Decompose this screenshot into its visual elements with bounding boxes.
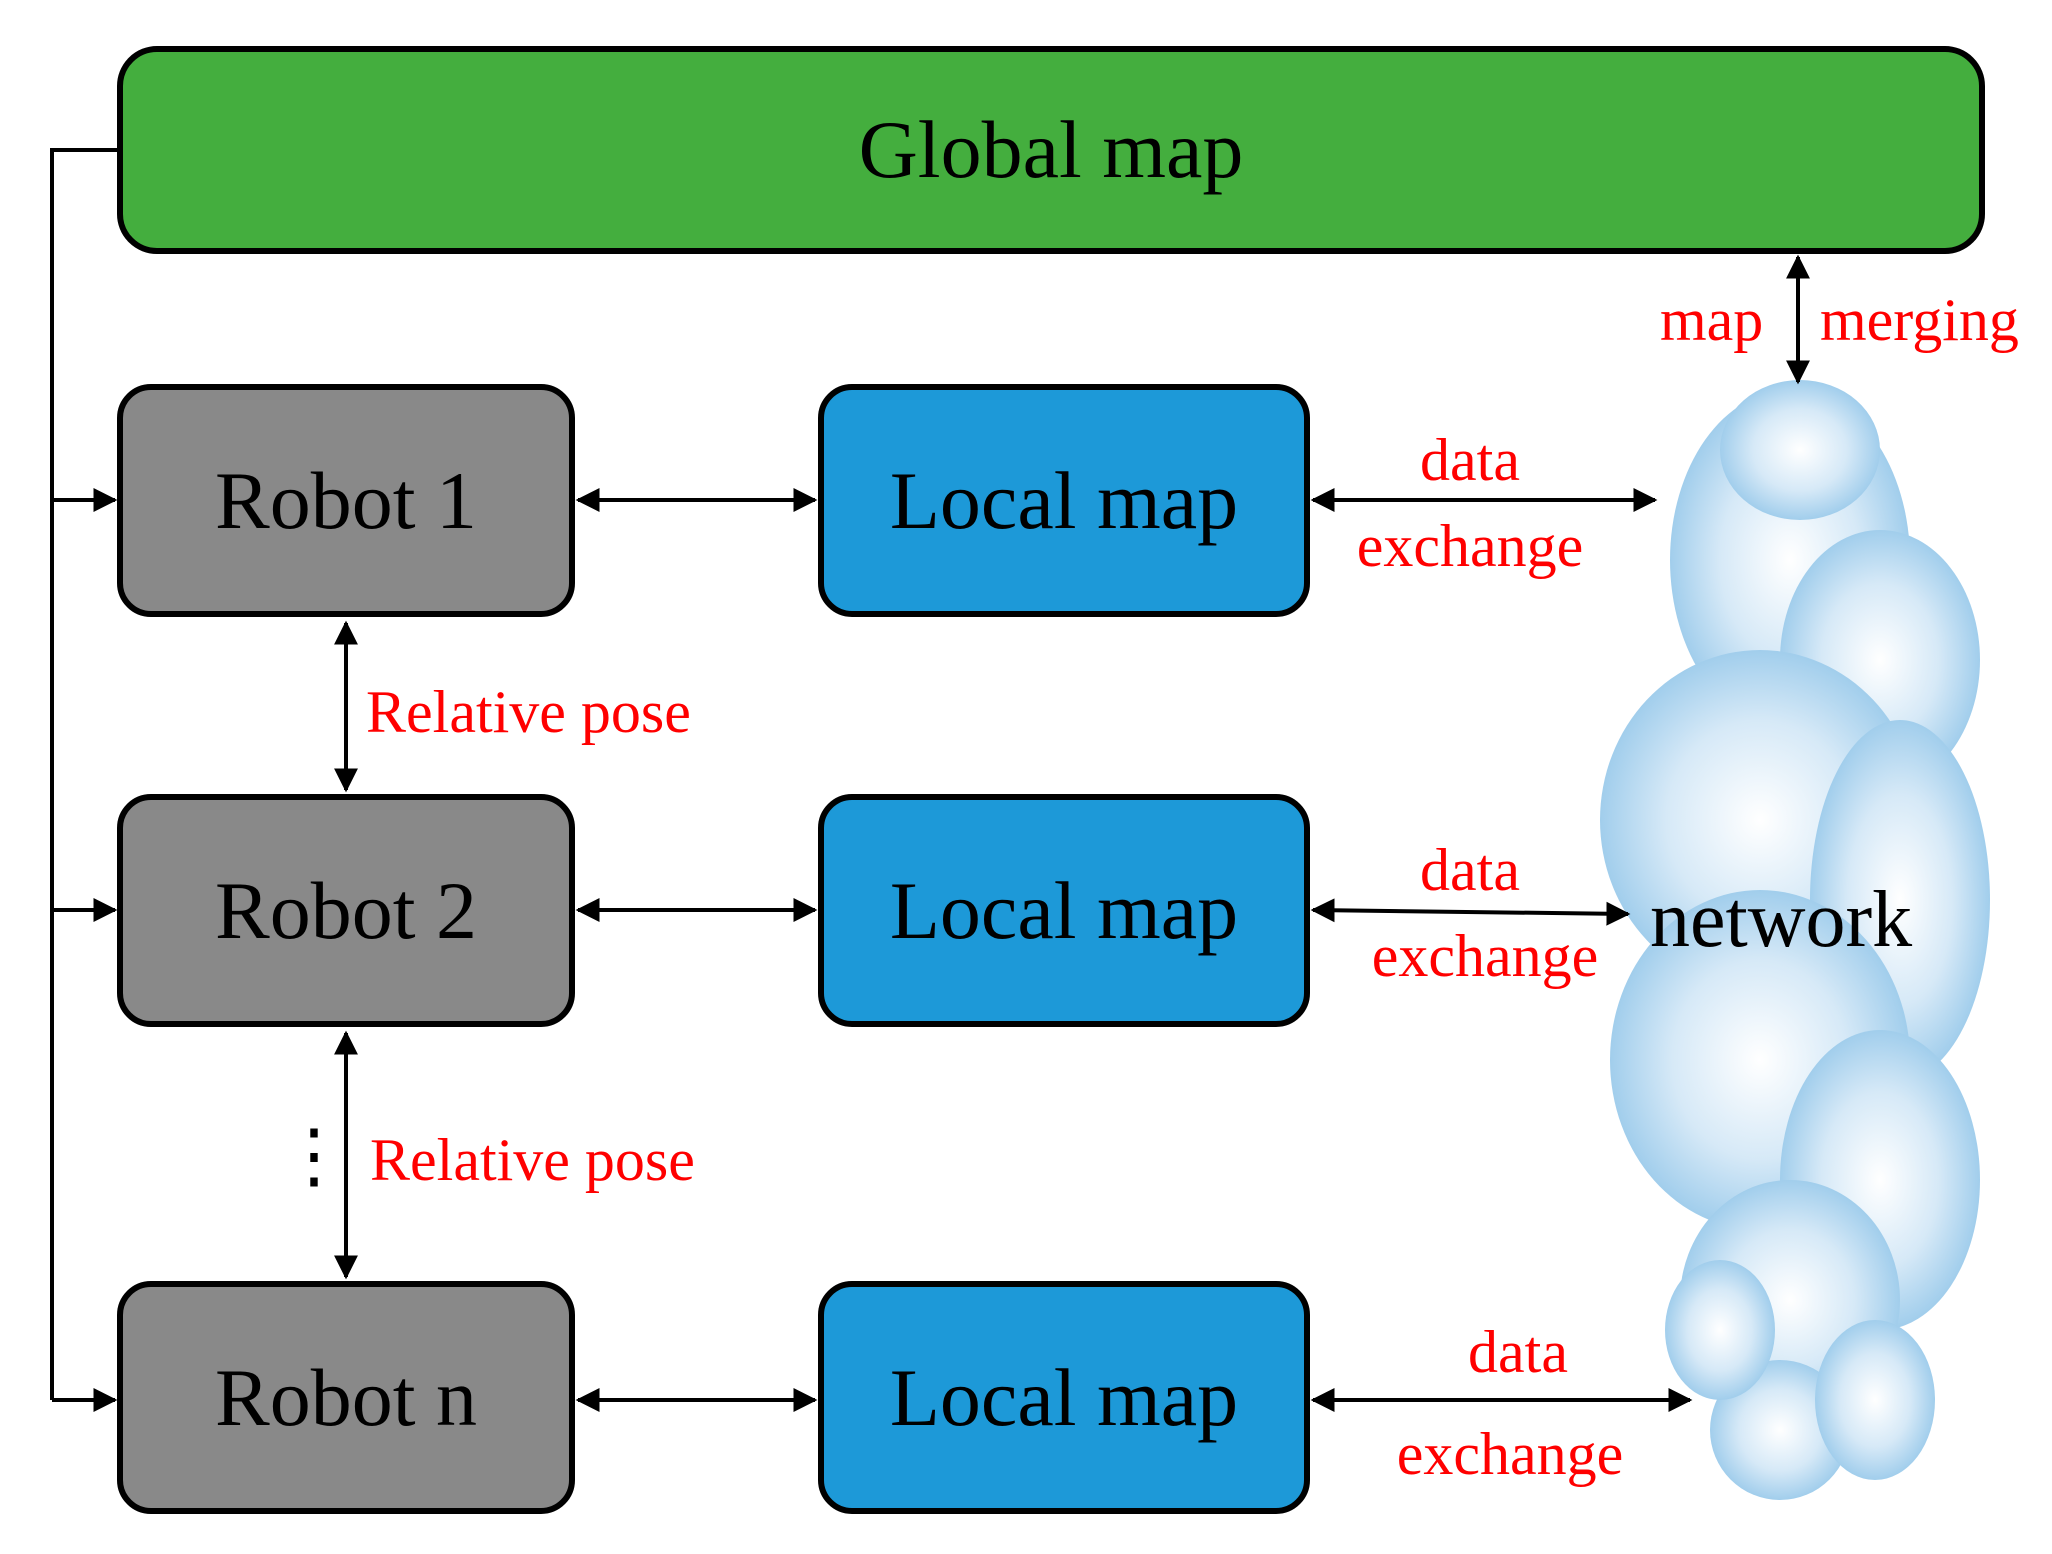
local-map-2-label: Local map <box>889 864 1239 956</box>
relative-pose-label-2: Relative pose <box>370 1127 695 1193</box>
local-map-1-box: Local map <box>818 384 1310 617</box>
robot-n-box: Robot n <box>117 1281 575 1514</box>
global-feed-line <box>50 148 117 1400</box>
local-map-n-label: Local map <box>889 1351 1239 1443</box>
more-robots-ellipsis: ⋮ <box>278 1116 350 1196</box>
robot-2-label: Robot 2 <box>215 864 477 956</box>
data-exchange-n-line1: data <box>1468 1319 1568 1385</box>
data-exchange-2-line2: exchange <box>1371 923 1599 989</box>
data-exchange-2-line1: data <box>1420 837 1520 903</box>
local-map-n-box: Local map <box>818 1281 1310 1514</box>
data-exchange-1-line2: exchange <box>1356 513 1584 579</box>
robot-1-box: Robot 1 <box>117 384 575 617</box>
robot-2-box: Robot 2 <box>117 794 575 1027</box>
local-map-1-label: Local map <box>889 454 1239 546</box>
global-map-box: Global map <box>117 46 1985 254</box>
network-label: network <box>1650 876 1913 964</box>
map-merging-left-label: map <box>1660 287 1764 353</box>
data-exchange-arrow-2 <box>1310 898 1631 926</box>
robot-n-label: Robot n <box>215 1351 477 1443</box>
data-exchange-1-line1: data <box>1420 427 1520 493</box>
robot-1-label: Robot 1 <box>215 454 477 546</box>
local-map-2-box: Local map <box>818 794 1310 1027</box>
network-cloud <box>1600 380 1990 1500</box>
map-merging-right-label: merging <box>1820 287 2019 353</box>
relative-pose-label-1: Relative pose <box>366 679 691 745</box>
data-exchange-n-line2: exchange <box>1396 1421 1624 1487</box>
global-map-label: Global map <box>858 104 1244 195</box>
